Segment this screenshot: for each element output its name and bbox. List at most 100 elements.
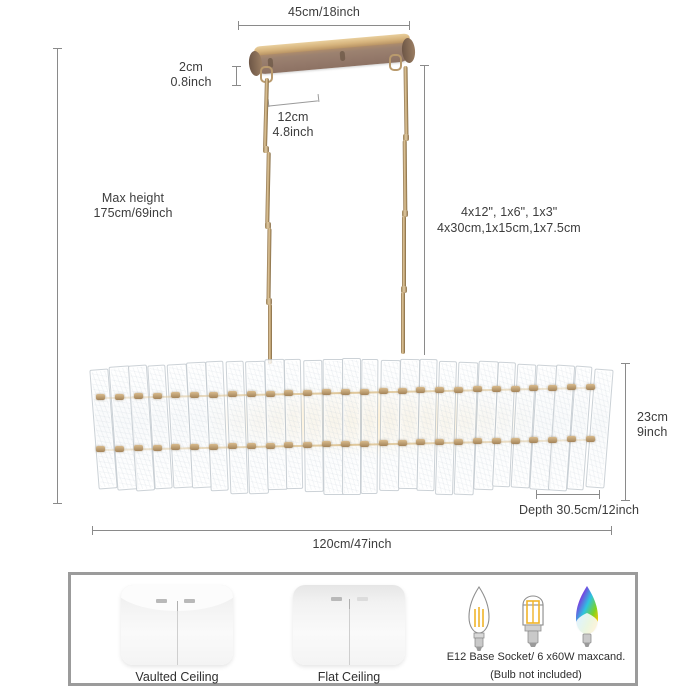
rgb-smart-bulb-icon [576,586,598,647]
label-depth: Depth 30.5cm/12inch [519,503,640,517]
brass-clip [246,442,256,449]
rod-joint-right-2 [402,210,408,217]
brass-clip [378,388,388,395]
suspension-rod-right-seg3 [402,216,406,288]
bulb-not-included-note: (Bulb not included) [490,669,582,681]
label-rod-lengths-inch: 4x12", 1x6", 1x3" [461,205,558,219]
brass-clip [284,390,294,397]
brass-clip [472,438,482,445]
brass-clip [284,442,294,449]
vaulted-canopy-left [156,599,167,603]
glass-slat [360,358,379,494]
vaulted-drop-rod [177,601,178,611]
flat-canopy-left [331,597,342,601]
flat-ceiling-label: Flat Ceiling [317,670,381,684]
label-body-height-inch: 9inch [637,425,668,439]
brass-clip [529,385,539,392]
rod-joint-left-1 [263,146,269,153]
brass-clip [246,390,256,397]
brass-clip [510,385,520,392]
installation-info-panel: Vaulted Ceiling Flat Ceiling [68,572,638,686]
suspension-rod-right-seg2 [402,139,408,213]
brass-clip [397,439,407,446]
flat-ceiling-divider [349,603,350,665]
brass-clip [227,443,237,450]
rod-joint-left-2 [265,222,271,229]
suspension-rod-left-seg4 [268,304,272,364]
brass-clip [435,387,445,394]
brass-clip [209,443,219,450]
seeded-glass-slat-band [88,340,618,515]
brass-clip [227,391,237,398]
brass-clip [586,436,595,442]
brass-clip [454,386,464,393]
canopy-mount-slot-mid [339,50,346,62]
brass-clip [435,439,445,446]
label-rod-lengths-cm: 4x30cm,1x15cm,1x7.5cm [437,221,581,235]
brass-clip [416,387,426,394]
brass-clip [491,437,501,444]
glass-slat [303,359,324,493]
suspension-rod-right-seg1 [403,65,409,137]
suspension-rod-left-seg3 [266,227,272,301]
brass-clip [472,386,482,393]
brass-clip [114,393,124,400]
brass-clip [416,439,426,446]
filament-tube-bulb-icon [522,595,544,647]
vaulted-ceiling-icon [121,585,233,665]
flat-drop-rod [349,599,350,609]
vaulted-ceiling-label: Vaulted Ceiling [135,670,219,684]
rod-joint-right-1 [403,134,409,141]
brass-clip [303,441,313,448]
label-hole-spacing-cm: 12cm [277,110,309,124]
flat-canopy-right [357,597,368,601]
brass-clip [96,446,105,452]
glass-slat [225,361,248,496]
brass-clip [397,387,407,394]
rod-joint-right-3 [401,286,407,293]
brass-clip [341,389,350,395]
brass-clip [322,441,332,448]
brass-clip [171,392,181,399]
rod-joint-left-3 [266,298,272,305]
brass-clip [190,392,200,399]
chandelier-body [88,340,618,515]
brass-clip [96,394,105,400]
brass-clip [303,389,313,396]
dimension-line-canopy-width [238,21,410,30]
brass-clip [454,438,464,445]
label-canopy-thickness-inch: 0.8inch [170,75,212,89]
glass-slat [322,358,344,495]
dimension-line-canopy-thickness [232,66,241,86]
label-max-height-title: Max height [101,191,165,205]
brass-clip [586,384,595,390]
label-hole-spacing-inch: 4.8inch [272,125,314,139]
vaulted-canopy-right [184,599,195,603]
brass-clip [567,384,577,391]
suspension-rod-left-seg2 [265,151,271,225]
bulb-socket-spec: E12 Base Socket/ 6 x60W maxcand. [446,651,626,663]
brass-clip [190,444,200,451]
brass-clip [378,440,388,447]
label-width: 120cm/47inch [312,537,392,551]
dimension-line-width [92,526,612,535]
label-canopy-thickness-cm: 2cm [179,60,203,74]
dimension-tick-hole-spacing-right [317,93,320,103]
brass-clip [114,445,124,452]
label-canopy-width: 45cm/18inch [288,5,360,19]
dimension-line-hole-spacing [268,100,318,107]
filament-candle-bulb-icon [468,586,490,651]
dimension-line-max-height [53,48,62,504]
dimension-line-depth [536,490,600,499]
brass-clip [152,392,162,399]
brass-clip [548,384,558,391]
suspension-rod-right-seg4 [401,292,405,354]
canopy-hanger-loop-right [389,54,402,71]
brass-clip [529,437,539,444]
brass-clip [265,390,275,397]
brass-clip [491,385,501,392]
brass-clip [567,436,577,443]
brass-clip [133,445,143,452]
brass-clip [133,393,143,400]
